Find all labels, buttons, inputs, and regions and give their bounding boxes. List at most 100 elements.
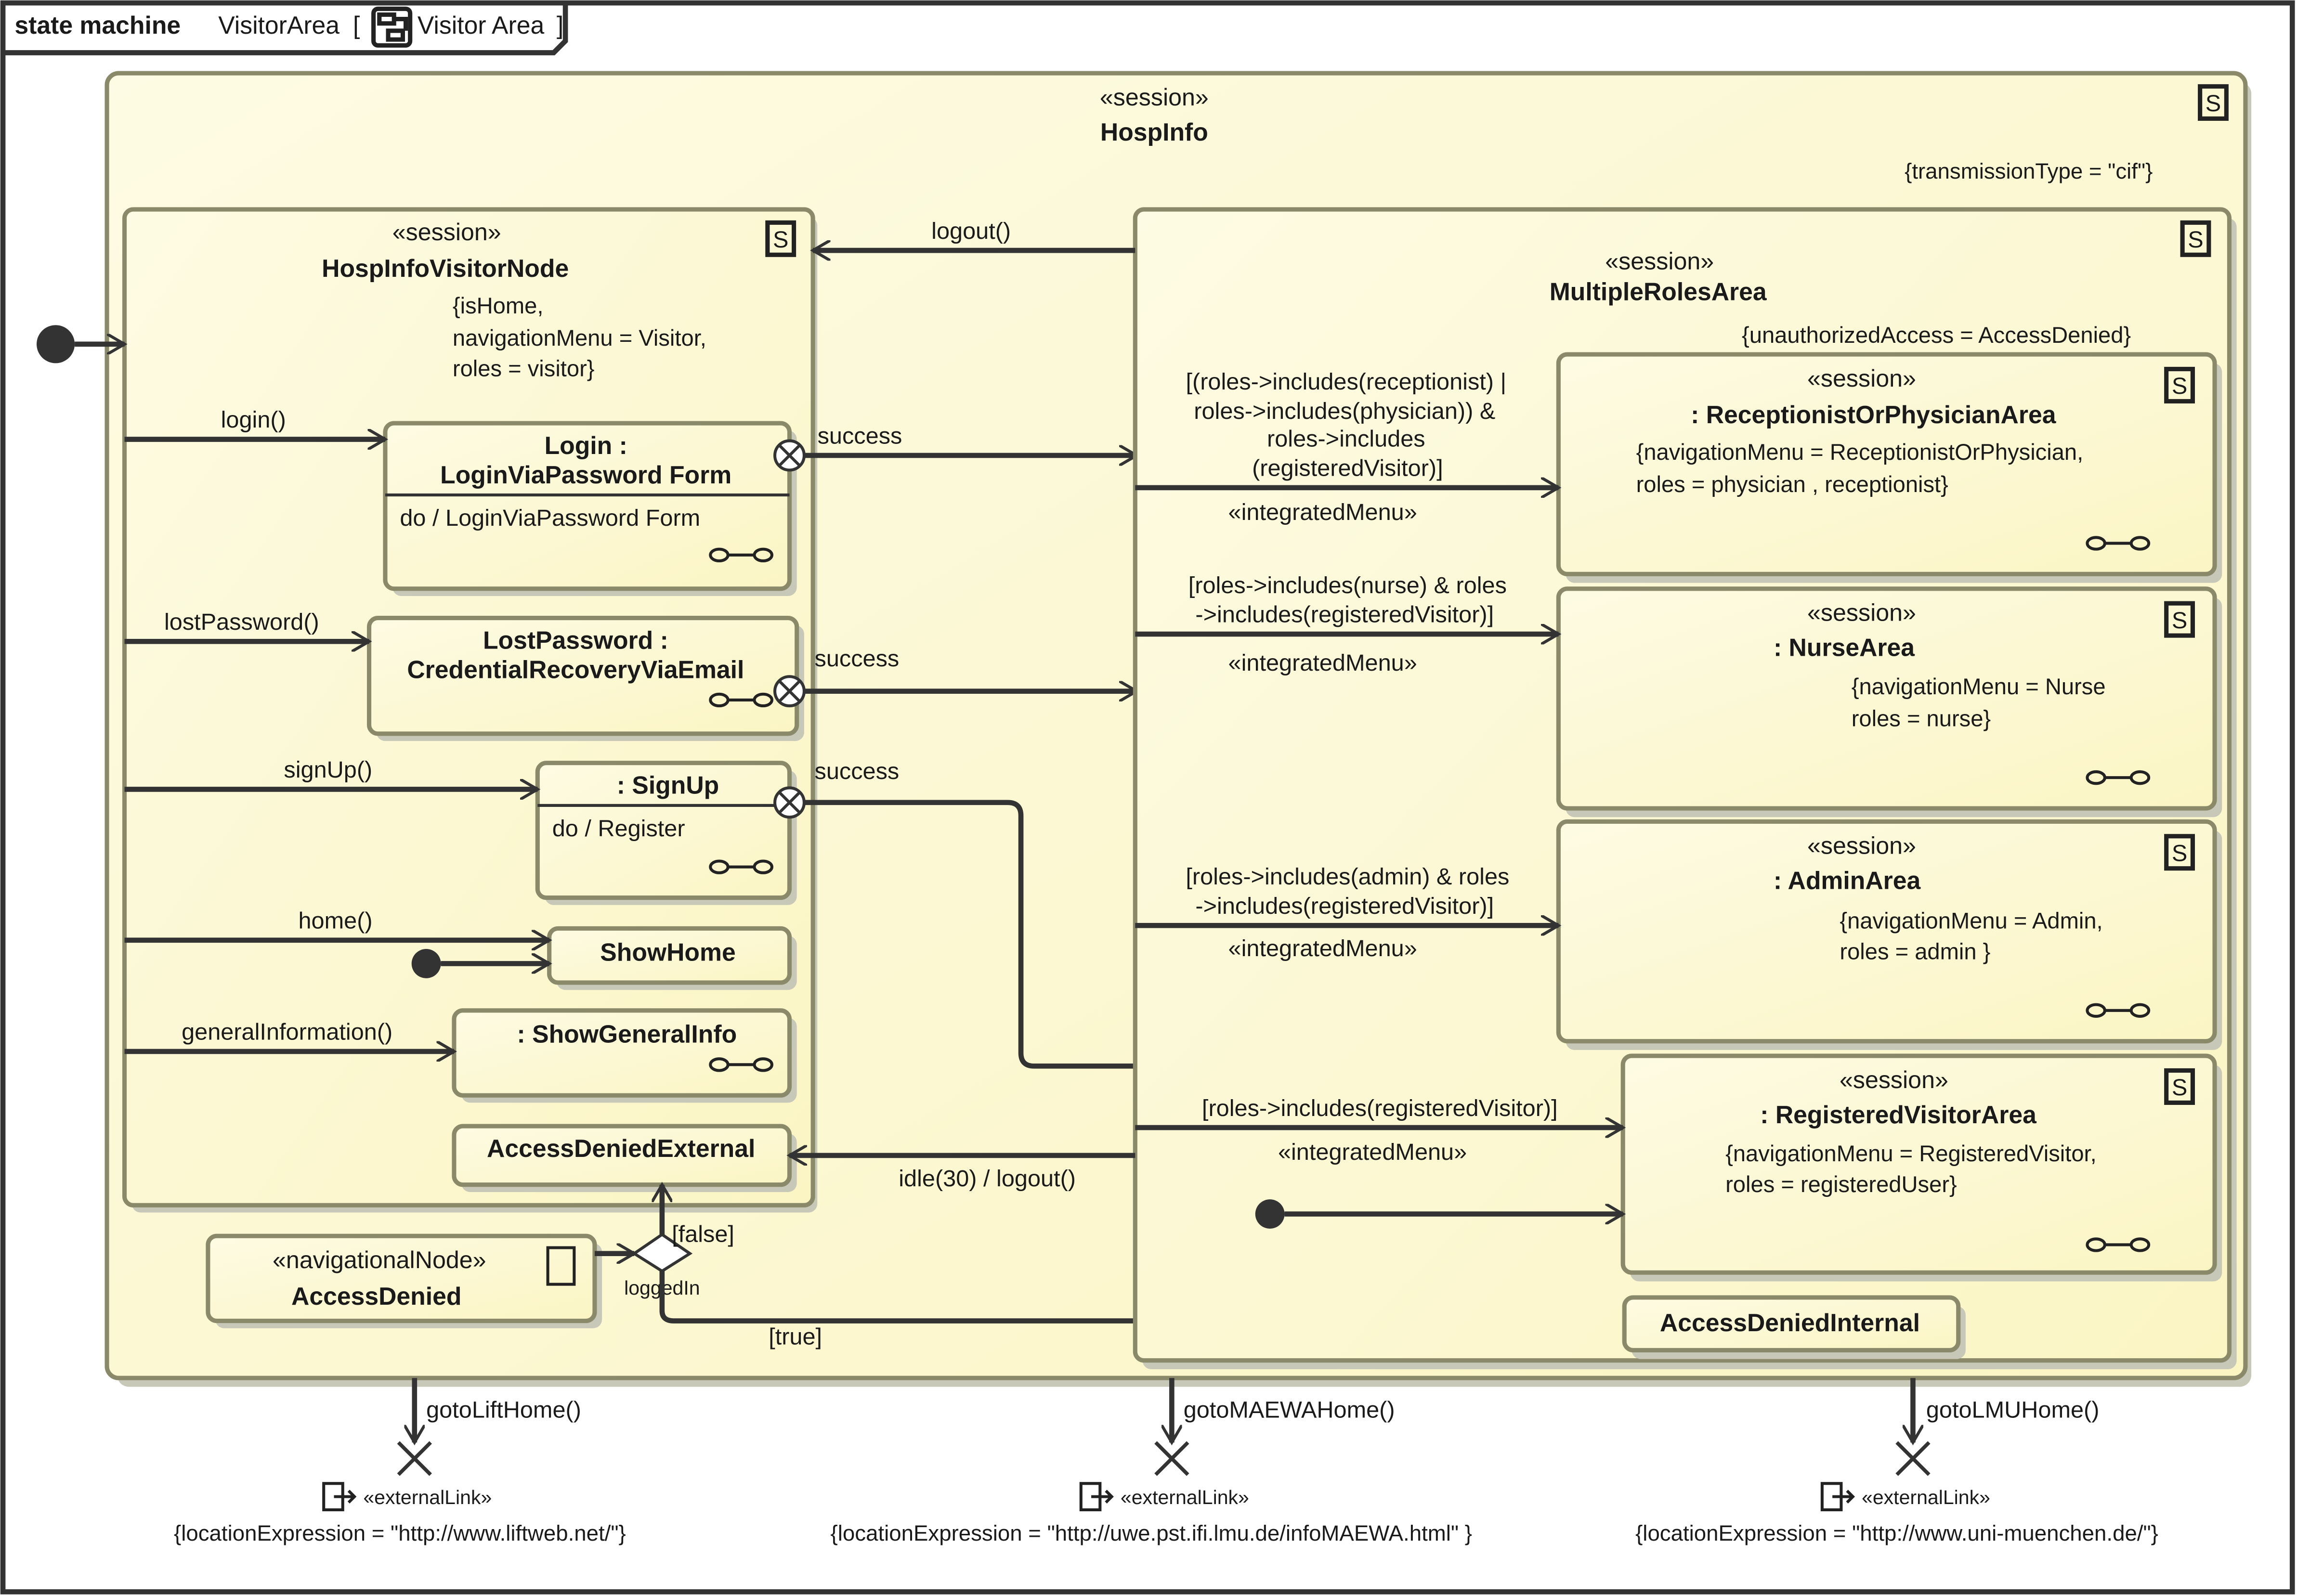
visitor-area-constraint-2: roles = registeredUser} [1725,1171,1957,1197]
nurse-name: : NurseArea [1774,634,1915,662]
exit-lmu-trigger: gotoLMUHome() [1926,1397,2100,1423]
recep-name: : ReceptionistOrPhysicianArea [1691,401,2057,428]
submachine-icon [2086,770,2151,785]
session-icon: S [2164,366,2195,403]
visitor-node-constraint-2: navigationMenu = Visitor, [453,325,706,350]
denied-internal-name: AccessDeniedInternal [1660,1309,1920,1336]
access-denied-name: AccessDenied [291,1282,461,1310]
nurse-constraint-2: roles = nurse} [1852,706,1991,731]
admin-stereotype: «session» [1807,832,1916,859]
visitor-node-constraint-1: {isHome, [453,293,544,318]
submachine-icon [709,1057,774,1072]
admin-constraint-1: {navigationMenu = Admin, [1840,908,2102,933]
submachine-icon [709,692,774,708]
exit-lift-stereotype: «externalLink» [363,1486,492,1508]
multi-initial-pseudostate [1255,1199,1285,1229]
recep-stereotype: «session» [1807,365,1916,392]
home-trigger: home() [298,908,372,934]
initial-pseudostate [37,325,75,363]
exit-maewa: gotoMAEWAHome() «externalLink» {location… [831,1378,1472,1545]
exit-maewa-constraint: {locationExpression = "http://uwe.pst.if… [831,1521,1472,1545]
frame-bracket-close: ] [557,11,563,39]
svg-text:S: S [2172,373,2187,399]
session-icon: S [2198,84,2229,121]
exit-lmu-stereotype: «externalLink» [1862,1486,1990,1508]
external-link-icon [322,1482,357,1512]
exit-maewa-trigger: gotoMAEWAHome() [1184,1397,1395,1423]
recep-integrated-menu: «integratedMenu» [1228,499,1417,525]
state-login[interactable] [383,421,792,591]
true-guard: [true] [769,1324,822,1349]
exit-lift: gotoLiftHome() «externalLink» {locationE… [174,1378,626,1545]
exit-maewa-stereotype: «externalLink» [1121,1486,1249,1508]
lost-success-label: success [815,646,900,672]
nurse-stereotype: «session» [1807,599,1916,626]
frame-label-box [3,3,568,55]
login-success-label: success [818,423,902,449]
true-transition [659,1271,1623,1321]
exit-lmu-constraint: {locationExpression = "http://www.uni-mu… [1635,1521,2158,1545]
session-icon: S [2164,601,2195,638]
logout-trigger: logout() [931,218,1011,244]
recep-constraint-1: {navigationMenu = ReceptionistOrPhysicia… [1636,439,2084,465]
svg-text:S: S [2188,227,2203,253]
frame-name: VisitorArea [218,11,339,39]
submachine-icon [709,859,774,874]
lost-name-2: CredentialRecoveryViaEmail [407,655,744,683]
show-home-name: ShowHome [600,938,735,966]
exit-lift-constraint: {locationExpression = "http://www.liftwe… [174,1521,626,1545]
submachine-icon [2086,536,2151,551]
recep-guard-2: roles->includes(physician)) & [1194,398,1495,424]
navigational-node-icon [546,1246,576,1286]
multi-stereotype: «session» [1605,248,1714,275]
admin-constraint-2: roles = admin } [1840,938,1990,964]
visitor-area-name: : RegisteredVisitorArea [1760,1101,2037,1129]
external-link-icon [1820,1482,1855,1512]
svg-text:S: S [2172,608,2187,634]
lost-name-1: LostPassword : [483,626,668,654]
lost-trigger: lostPassword() [164,609,319,635]
general-trigger: generalInformation() [182,1019,392,1045]
svg-text:S: S [773,227,788,253]
submachine-icon [2086,1003,2151,1018]
recep-guard-4: (registeredVisitor)] [1252,455,1443,481]
admin-guard-2: ->includes(registeredVisitor)] [1195,893,1494,919]
session-icon: S [2180,220,2211,257]
submachine-icon [2086,1237,2151,1252]
state-access-denied[interactable] [206,1233,597,1324]
state-receptionist-or-physician-area[interactable] [1556,352,2217,576]
frame-keyword: state machine [14,11,181,39]
svg-text:S: S [2172,1075,2187,1101]
exit-point-lost [773,675,806,708]
login-name-2: LoginViaPassword Form [440,461,731,489]
visitor-node-constraint-3: roles = visitor} [453,356,595,381]
hospinfo-constraint: {transmissionType = "cif"} [1905,159,2153,183]
svg-text:S: S [2172,841,2187,867]
svg-text:S: S [2206,91,2221,117]
nurse-constraint-1: {navigationMenu = Nurse [1852,674,2106,699]
visitor-node-name: HospInfoVisitorNode [322,254,569,282]
nurse-guard-2: ->includes(registeredVisitor)] [1195,602,1494,628]
state-lost-password[interactable] [366,616,799,736]
signup-trigger: signUp() [284,757,372,783]
access-denied-stereotype: «navigationalNode» [273,1246,486,1273]
signup-name: : SignUp [617,771,719,799]
false-guard: [false] [672,1221,734,1247]
nurse-integrated-menu: «integratedMenu» [1228,650,1417,676]
state-machine-icon [371,6,413,48]
admin-guard-1: [roles->includes(admin) & roles [1186,864,1509,890]
signup-success-transition [804,800,1623,1066]
external-link-icon [1079,1482,1114,1512]
visitor-node-stereotype: «session» [392,219,501,246]
session-icon: S [2164,834,2195,871]
state-registered-visitor-area[interactable] [1620,1053,2217,1275]
state-access-denied-internal[interactable] [1622,1295,1961,1353]
visitor-area-constraint-1: {navigationMenu = RegisteredVisitor, [1725,1141,2097,1166]
signup-activity: do / Register [552,816,685,842]
visitor-area-stereotype: «session» [1840,1066,1948,1093]
inner-initial-pseudostate [411,949,441,978]
admin-integrated-menu: «integratedMenu» [1228,935,1417,961]
frame-bracket-open: [ [353,11,360,39]
state-nurse-area[interactable] [1556,586,2217,811]
login-activity: do / LoginViaPassword Form [400,505,700,531]
